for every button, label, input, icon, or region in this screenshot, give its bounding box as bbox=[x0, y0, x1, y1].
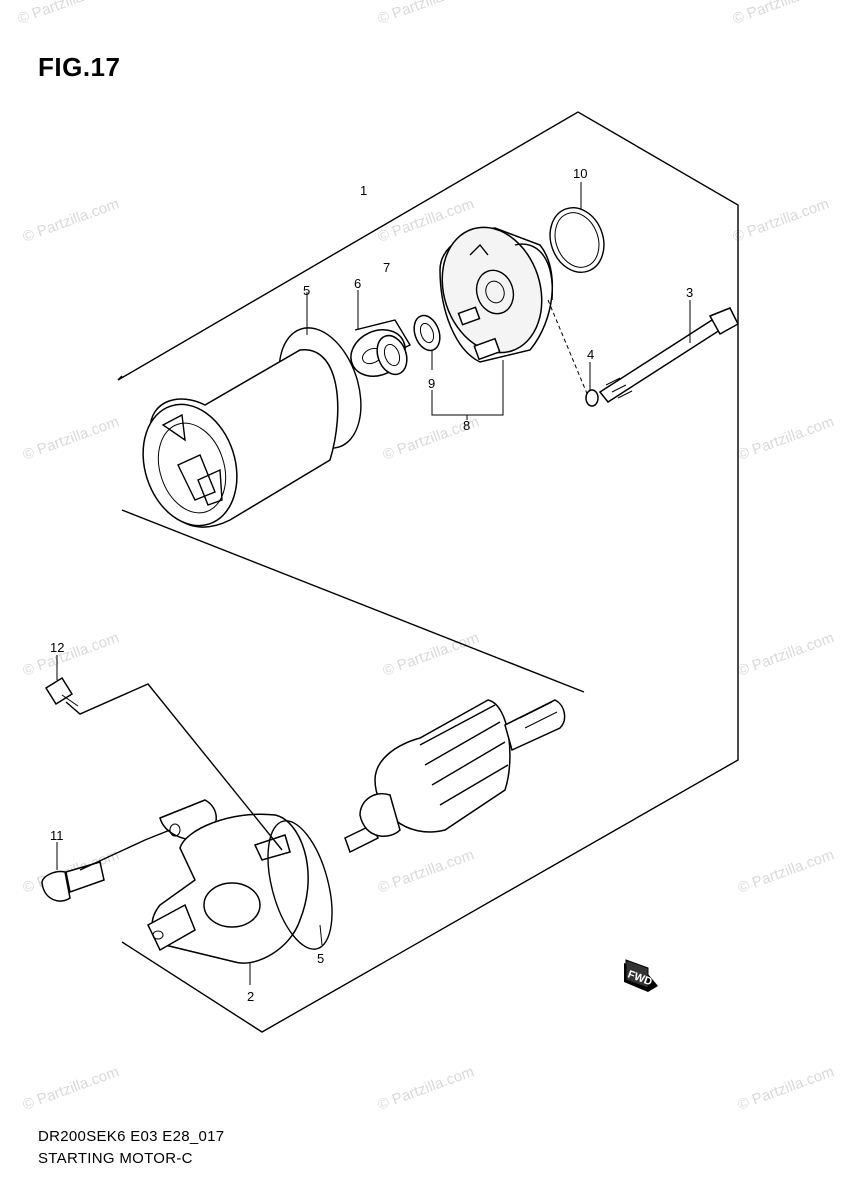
part-8-end-cover bbox=[439, 226, 554, 363]
callout-7: 7 bbox=[383, 260, 390, 275]
watermark-text: © Partzilla.com bbox=[736, 413, 837, 464]
callout-9: 9 bbox=[428, 376, 435, 391]
callout-8: 8 bbox=[463, 418, 470, 433]
callout-1: 1 bbox=[360, 183, 367, 198]
watermark-layer: © Partzilla.com © Partzilla.com © Partzi… bbox=[16, 0, 837, 1114]
part-4-washer bbox=[585, 389, 599, 407]
watermark-text: © Partzilla.com bbox=[731, 0, 832, 28]
section-name: STARTING MOTOR-C bbox=[38, 1150, 193, 1167]
callout-10: 10 bbox=[573, 166, 587, 181]
watermark-text: © Partzilla.com bbox=[21, 1063, 122, 1114]
watermark-text: © Partzilla.com bbox=[16, 0, 117, 28]
watermark-text: © Partzilla.com bbox=[376, 0, 477, 28]
callout-6: 6 bbox=[354, 276, 361, 291]
watermark-text: © Partzilla.com bbox=[21, 413, 122, 464]
callout-3: 3 bbox=[686, 285, 693, 300]
watermark-text: © Partzilla.com bbox=[21, 629, 122, 680]
part-9-oil-seal bbox=[413, 314, 441, 352]
leader-lines bbox=[56, 182, 691, 985]
watermark-text: © Partzilla.com bbox=[736, 846, 837, 897]
callout-12: 12 bbox=[50, 640, 64, 655]
figure-title: FIG.17 bbox=[38, 52, 121, 82]
callout-5-lower: 5 bbox=[317, 951, 324, 966]
part-10-o-ring bbox=[549, 207, 605, 273]
assembly-outline bbox=[117, 111, 739, 1033]
watermark-text: © Partzilla.com bbox=[381, 629, 482, 680]
callout-5-upper: 5 bbox=[303, 283, 310, 298]
callout-labels: 1 2 3 4 5 5 6 7 8 9 10 11 12 bbox=[50, 166, 693, 1004]
watermark-text: © Partzilla.com bbox=[21, 195, 122, 246]
watermark-text: © Partzilla.com bbox=[376, 1063, 477, 1114]
part-7-washer bbox=[376, 334, 408, 376]
assembly-outline-line bbox=[117, 111, 739, 1033]
part-2-front-housing bbox=[147, 799, 309, 964]
model-code: DR200SEK6 E03 E28_017 bbox=[38, 1128, 225, 1145]
part-armature bbox=[344, 699, 566, 854]
watermark-text: © Partzilla.com bbox=[736, 629, 837, 680]
part-11-bolt bbox=[41, 861, 105, 902]
callout-4: 4 bbox=[587, 347, 594, 362]
assembly-outline-diagonal bbox=[121, 509, 585, 693]
part-3-through-bolt bbox=[598, 307, 739, 403]
part-yoke-housing bbox=[142, 349, 339, 528]
watermark-text: © Partzilla.com bbox=[731, 195, 832, 246]
watermark-text: © Partzilla.com bbox=[376, 846, 477, 897]
callout-2: 2 bbox=[247, 989, 254, 1004]
watermark-text: © Partzilla.com bbox=[736, 1063, 837, 1114]
part-12-screw bbox=[44, 676, 79, 707]
fwd-direction-badge: FWD bbox=[624, 959, 658, 992]
callout-11: 11 bbox=[50, 828, 64, 843]
part-5-lower-o-ring bbox=[267, 820, 333, 950]
